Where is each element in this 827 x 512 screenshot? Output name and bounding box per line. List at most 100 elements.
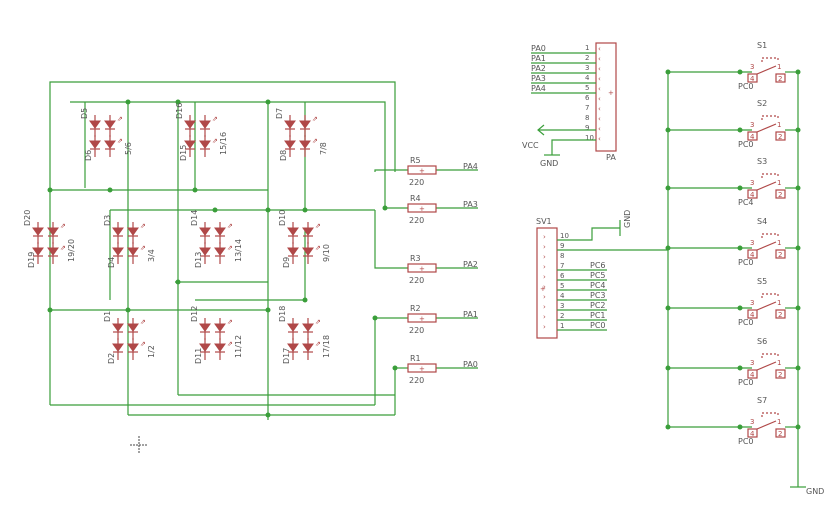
- resistor-body: [407, 313, 437, 323]
- switch-net-label: PC0: [738, 318, 754, 327]
- switch-pad-4: [747, 369, 758, 379]
- resistor-value: 220: [409, 376, 424, 385]
- pa-net-label: PA1: [531, 54, 546, 63]
- switch-pad-4: [747, 249, 758, 259]
- sv1-pin-number: 2: [560, 312, 564, 320]
- switch-pad-2: [775, 189, 786, 199]
- svg-text:3: 3: [750, 299, 754, 307]
- led-emission-arrows: ⇗: [227, 318, 233, 326]
- pa-pin-mark: ‹: [598, 115, 601, 123]
- pa-gnd-label: GND: [540, 159, 558, 168]
- pa-pin-number: 4: [585, 74, 590, 82]
- pa-pin-mark: ‹: [598, 65, 601, 73]
- resistor-body: [407, 165, 437, 175]
- sv1-net-label: PC1: [590, 311, 606, 320]
- led-number-label: 11/12: [234, 335, 243, 358]
- svg-text:1: 1: [777, 63, 781, 71]
- led-emission-arrows: ⇗: [117, 115, 123, 123]
- resistors: +R5220PA4+R4220PA3+R3220PA2+R2220PA1+R12…: [407, 156, 478, 385]
- svg-text:+: +: [608, 89, 614, 97]
- resistor-value: 220: [409, 276, 424, 285]
- led-number-label: 1/2: [147, 345, 156, 358]
- led-name-b: D19: [27, 252, 36, 268]
- sv1-pin-mark: ›: [543, 263, 546, 271]
- switch-name: S5: [757, 277, 767, 286]
- sv1-pin-mark: ›: [543, 233, 546, 241]
- led-emission-arrows: ⇗: [227, 340, 233, 348]
- led-name-a: D16: [175, 103, 184, 119]
- switch-gnd-label: GND: [806, 487, 824, 496]
- svg-text:4: 4: [750, 75, 755, 83]
- led-emission-arrows: ⇗: [227, 244, 233, 252]
- resistor-name: R4: [410, 194, 421, 203]
- led-emission-arrows: ⇗: [315, 340, 321, 348]
- svg-text:4: 4: [750, 311, 755, 319]
- led-matrix-wires: [49, 81, 478, 420]
- resistor-plus-icon: +: [419, 205, 425, 213]
- junction-dots: [47, 99, 398, 418]
- pa-pin-number: 1: [585, 44, 589, 52]
- switch-pad-4: [747, 309, 758, 319]
- sv1-net-label: PC4: [590, 281, 606, 290]
- resistor-plus-icon: +: [419, 365, 425, 373]
- led-number-label: 19/20: [67, 239, 76, 262]
- resistor-net-label: PA1: [463, 310, 478, 319]
- svg-text:1: 1: [777, 299, 781, 307]
- svg-text:2: 2: [778, 371, 782, 379]
- connector-sv1-body: [536, 227, 558, 339]
- led-number-label: 13/14: [234, 239, 243, 262]
- switch-lever: [756, 181, 777, 191]
- led-emission-arrows: ⇗: [312, 115, 318, 123]
- led-name-a: D18: [278, 306, 287, 322]
- led-name-b: D15: [179, 145, 188, 161]
- svg-text:2: 2: [778, 75, 782, 83]
- led-emission-arrows: ⇗: [312, 137, 318, 145]
- sv1-pin-mark: ›: [543, 253, 546, 261]
- switch-net-label: PC0: [738, 258, 754, 267]
- resistor-plus-icon: +: [419, 315, 425, 323]
- svg-text:4: 4: [750, 133, 755, 141]
- led-emission-arrows: ⇗: [212, 115, 218, 123]
- connector-pa-label: PA: [606, 153, 616, 162]
- svg-text:3: 3: [750, 179, 754, 187]
- led-name-a: D20: [23, 210, 32, 226]
- pa-net-label: PA2: [531, 64, 546, 73]
- resistor-name: R5: [410, 156, 421, 165]
- sv1-net-label: PC5: [590, 271, 606, 280]
- svg-text:1: 1: [777, 179, 781, 187]
- switch-net-label: PC0: [738, 82, 754, 91]
- svg-text:2: 2: [778, 191, 782, 199]
- switch-pad-4: [747, 189, 758, 199]
- resistor-net-label: PA0: [463, 360, 478, 369]
- led-name-a: D3: [103, 215, 112, 226]
- led-name-b: D11: [194, 348, 203, 364]
- switch-name: S2: [757, 99, 767, 108]
- led-name-b: D17: [282, 348, 291, 364]
- svg-text:2: 2: [778, 311, 782, 319]
- connector-sv1[interactable]: SV1 + 10›9›8›7›6›5›4›3›2›1› PC6PC5PC4PC3…: [536, 210, 668, 339]
